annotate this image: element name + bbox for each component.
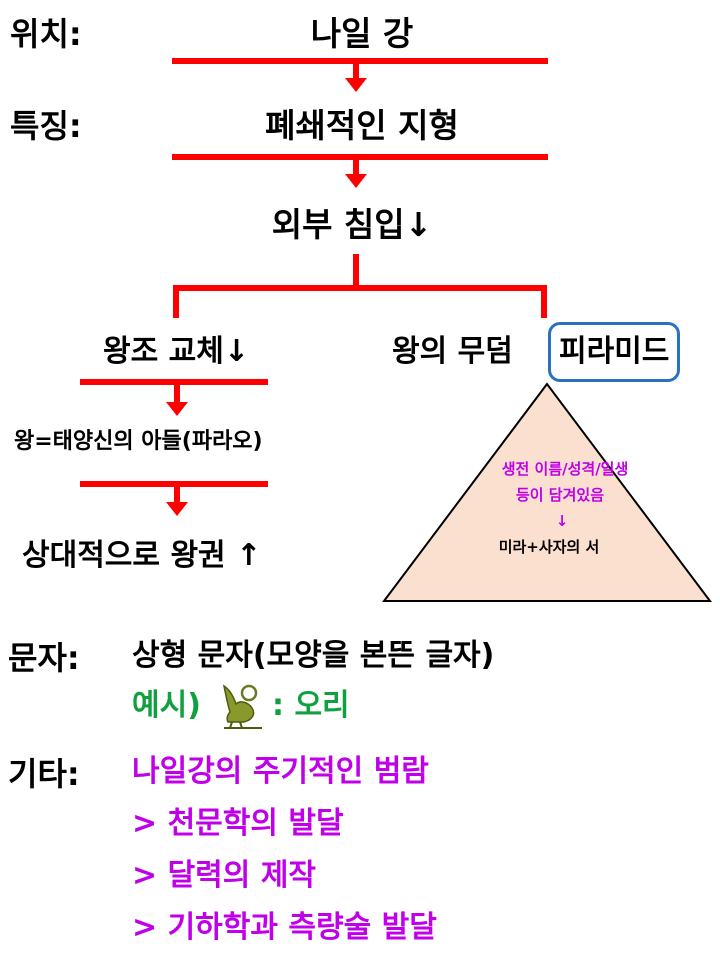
script-value: 상형 문자(모양을 본뜬 글자): [132, 638, 495, 673]
dynasty-change-text: 왕조 교체↓: [103, 334, 249, 369]
royal-tomb-text: 왕의 무덤: [392, 334, 513, 369]
pyramid-shape: [381, 382, 713, 602]
duck-hieroglyph-icon: [222, 684, 262, 729]
feature-value: 폐쇄적인 지형: [265, 106, 459, 145]
other-line1: 나일강의 주기적인 범람: [132, 754, 429, 789]
pyramid-text-line2: 등이 담겨있음: [515, 486, 605, 504]
pyramid-arrow: ↓: [555, 512, 569, 530]
arrow-head-2: [345, 174, 367, 188]
other-line2: > 천문학의 발달: [132, 806, 344, 841]
location-value: 나일 강: [310, 14, 414, 53]
script-example-suffix: : 오리: [272, 688, 350, 723]
label-feature: 특징:: [10, 107, 82, 145]
other-line4: > 기하학과 측량술 발달: [132, 910, 437, 945]
pyramid-text-line3: 미라+사자의 서: [498, 538, 600, 556]
script-example-prefix: 예시): [132, 688, 201, 723]
royal-power-text: 상대적으로 왕권 ↑: [22, 538, 262, 573]
arrow-head-3: [166, 402, 188, 416]
pyramid-box: 피라미드: [548, 322, 681, 382]
king-sun-god-text: 왕=태양신의 아들(파라오): [14, 429, 263, 454]
arrow-head-4: [166, 502, 188, 516]
pyramid-text-line1: 생전 이름/성격/일생: [501, 460, 629, 478]
arrow-head-1: [345, 78, 367, 92]
label-script: 문자:: [8, 639, 80, 677]
label-other: 기타:: [8, 755, 80, 793]
other-line3: > 달력의 제작: [132, 858, 317, 893]
invasion-text: 외부 침입↓: [271, 205, 433, 244]
label-location: 위치:: [10, 15, 82, 53]
